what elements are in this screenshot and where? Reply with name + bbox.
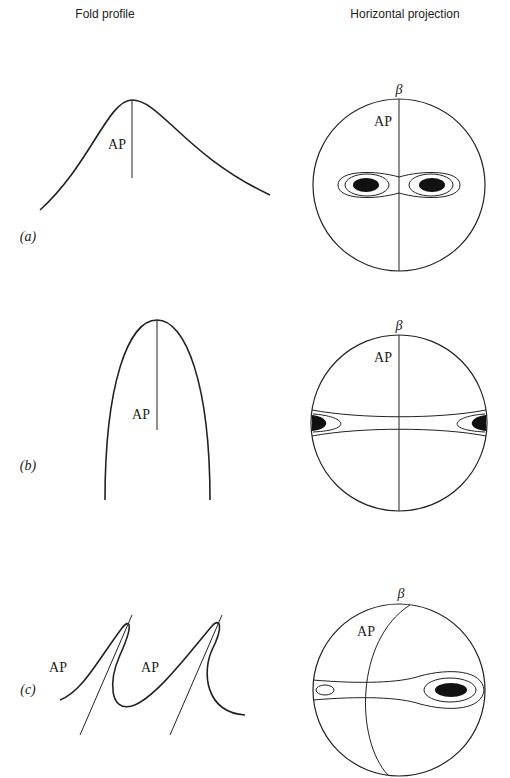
fold-axis-label: β — [396, 82, 403, 97]
density-contour — [345, 174, 389, 196]
axial-plane-label: AP — [132, 407, 150, 422]
density-contour — [312, 410, 486, 417]
density-maximum — [435, 683, 467, 697]
axial-plane-label: AP — [357, 624, 375, 639]
axial-plane-label: AP — [49, 660, 67, 675]
fold-profile — [105, 320, 210, 500]
column-heading: Fold profile — [75, 8, 134, 21]
fold-profile — [40, 100, 270, 210]
stereonet-circle — [311, 335, 487, 511]
axial-plane-label: AP — [374, 350, 392, 365]
density-contour — [313, 414, 341, 432]
density-contour — [316, 685, 334, 695]
density-maximum — [353, 178, 379, 192]
axial-plane-trace — [170, 615, 222, 735]
axial-plane-trace — [80, 615, 132, 735]
stereonet-circle — [313, 99, 485, 271]
part-letter: (a) — [20, 229, 36, 244]
density-contour — [409, 174, 453, 196]
axial-plane-trace — [132, 100, 133, 178]
density-maximum — [419, 178, 445, 192]
axial-plane-trace — [157, 320, 158, 430]
part-letter: (c) — [20, 682, 36, 697]
axial-plane-trace — [399, 99, 400, 271]
axial-plane-label: AP — [374, 114, 392, 129]
axial-plane-label: AP — [108, 137, 126, 152]
fold-axis-label: β — [396, 318, 403, 333]
density-contour — [312, 429, 486, 436]
axial-plane-label: AP — [141, 660, 159, 675]
density-contour — [457, 414, 485, 432]
axial-plane-trace — [399, 335, 400, 511]
density-contour — [338, 172, 460, 197]
density-maximum — [312, 415, 326, 431]
density-contour — [424, 678, 476, 702]
density-contour — [313, 672, 484, 709]
stereonet-circle — [313, 604, 485, 776]
column-heading: Horizontal projection — [350, 8, 459, 21]
fold-axis-label: β — [398, 586, 405, 601]
fold-profile — [60, 623, 245, 715]
density-maximum — [472, 415, 486, 431]
part-letter: (b) — [20, 458, 36, 473]
